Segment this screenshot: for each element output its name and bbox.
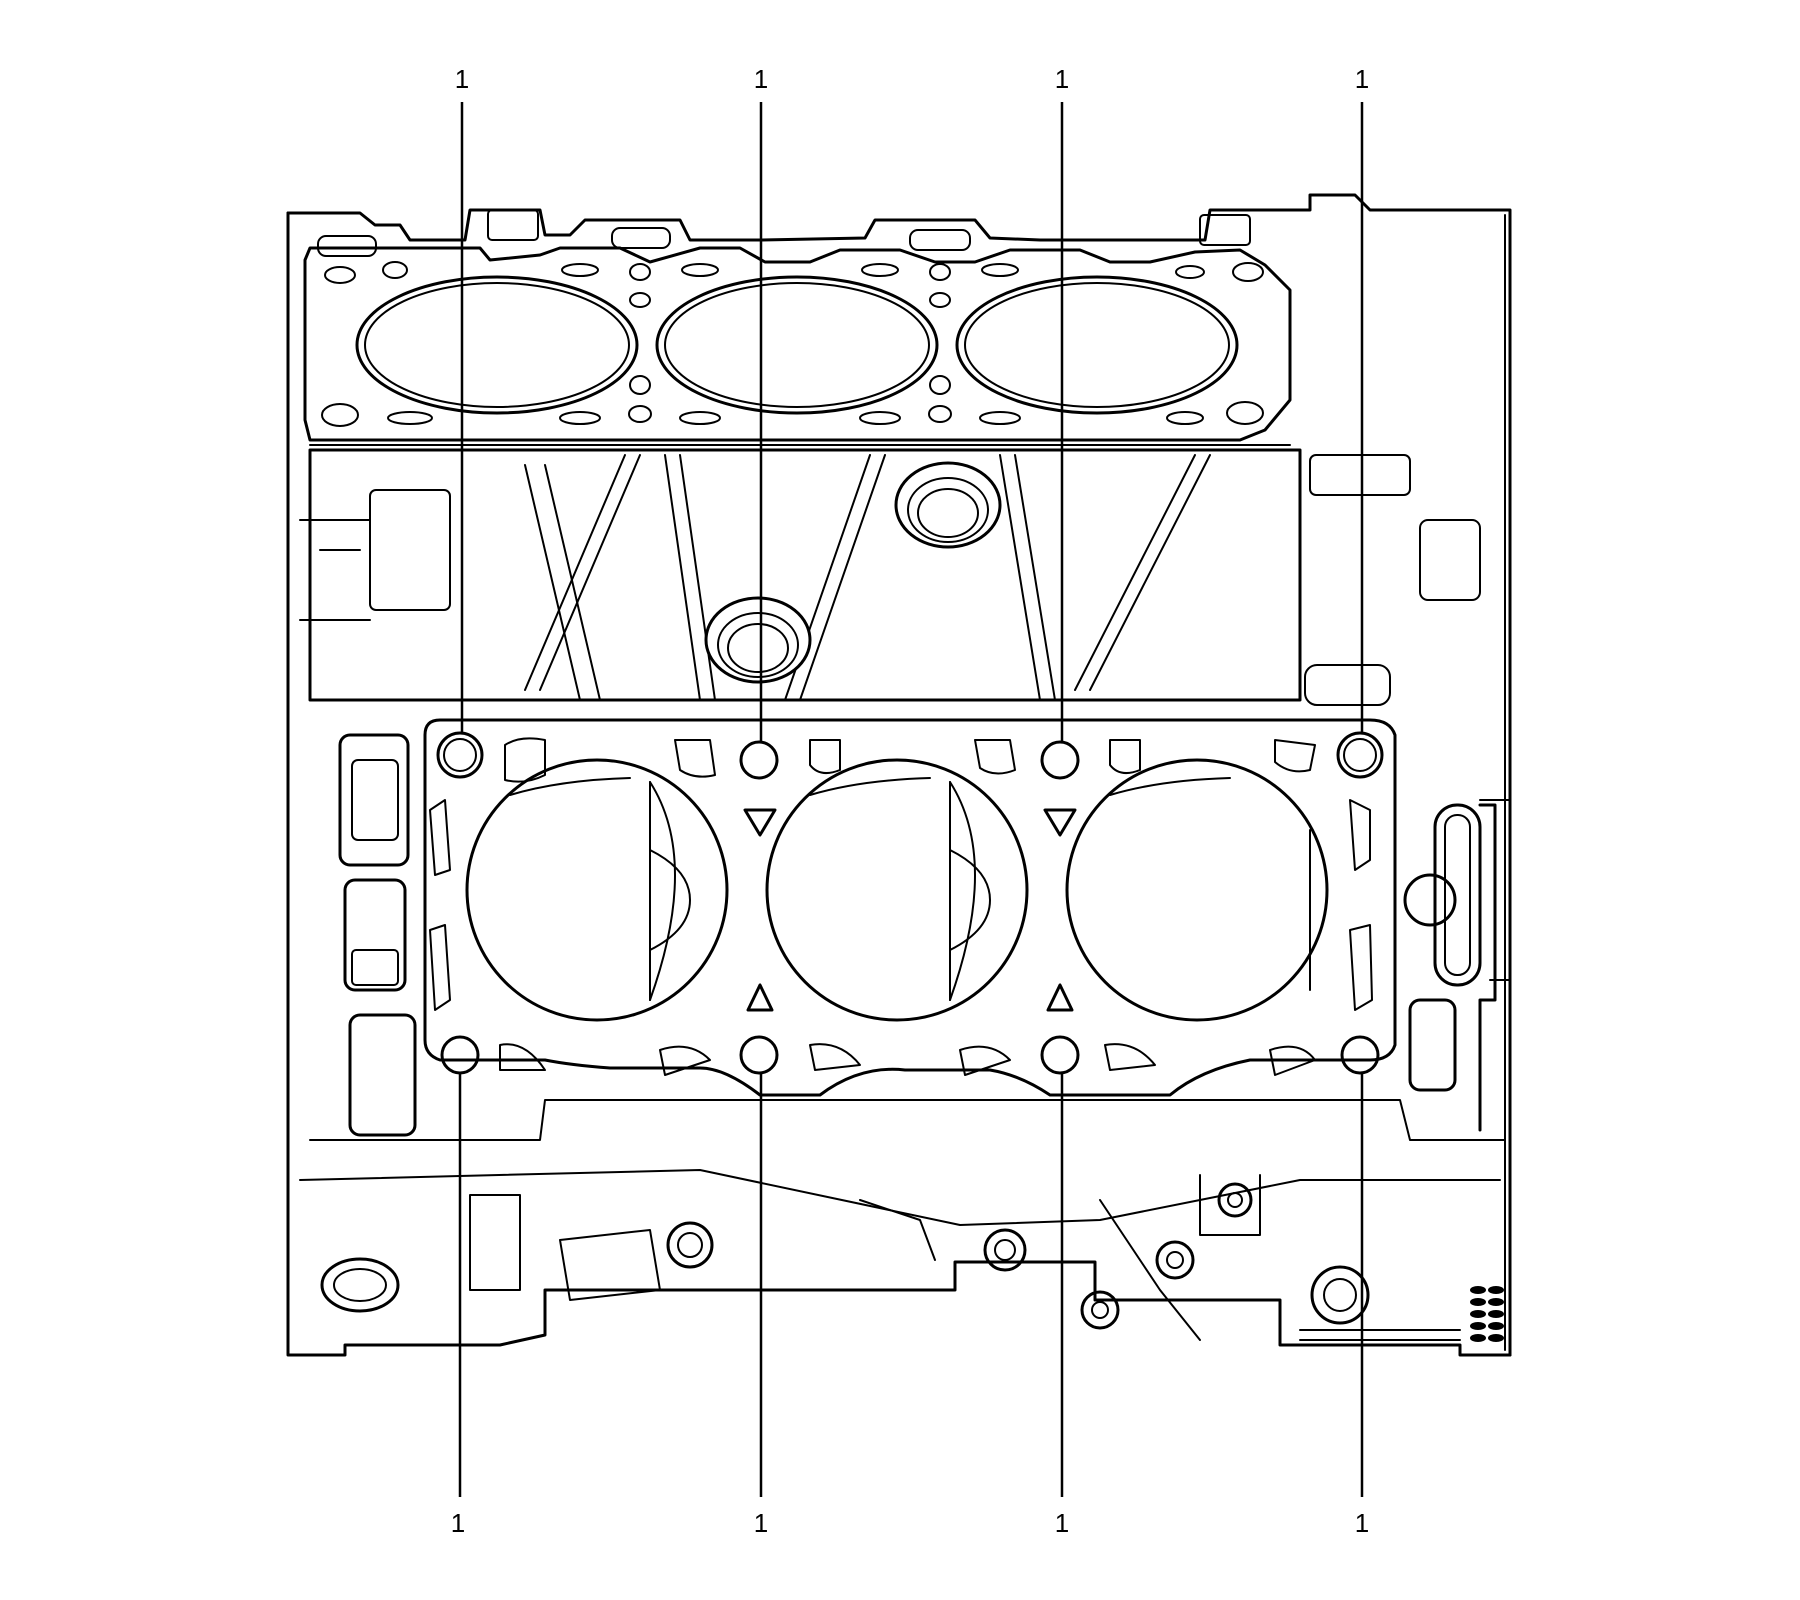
side-features	[338, 733, 1482, 1137]
coolant-passages	[429, 737, 1373, 1076]
callout-label: 1	[1055, 1508, 1069, 1538]
cylinder-bore-2	[765, 758, 1029, 1022]
callout-leaders	[458, 102, 1364, 1497]
callout-label: 1	[754, 1508, 768, 1538]
lower-crankcase	[299, 1099, 1506, 1342]
head-bolt-holes	[436, 731, 1384, 1075]
engine-block-outline	[286, 193, 1512, 1357]
callout-label: 1	[1355, 1508, 1369, 1538]
cylinder-bore-3	[1065, 758, 1329, 1022]
callout-labels: 1 1 1 1 1 1 1 1	[451, 64, 1369, 1538]
callout-label: 1	[754, 64, 768, 94]
front-deck	[423, 718, 1397, 1097]
cylinder-bore-1	[465, 758, 729, 1022]
callout-label: 1	[451, 1508, 465, 1538]
callout-label: 1	[455, 64, 469, 94]
callout-label: 1	[1355, 64, 1369, 94]
upper-deck	[303, 209, 1292, 442]
valley-section	[299, 444, 1481, 706]
callout-label: 1	[1055, 64, 1069, 94]
